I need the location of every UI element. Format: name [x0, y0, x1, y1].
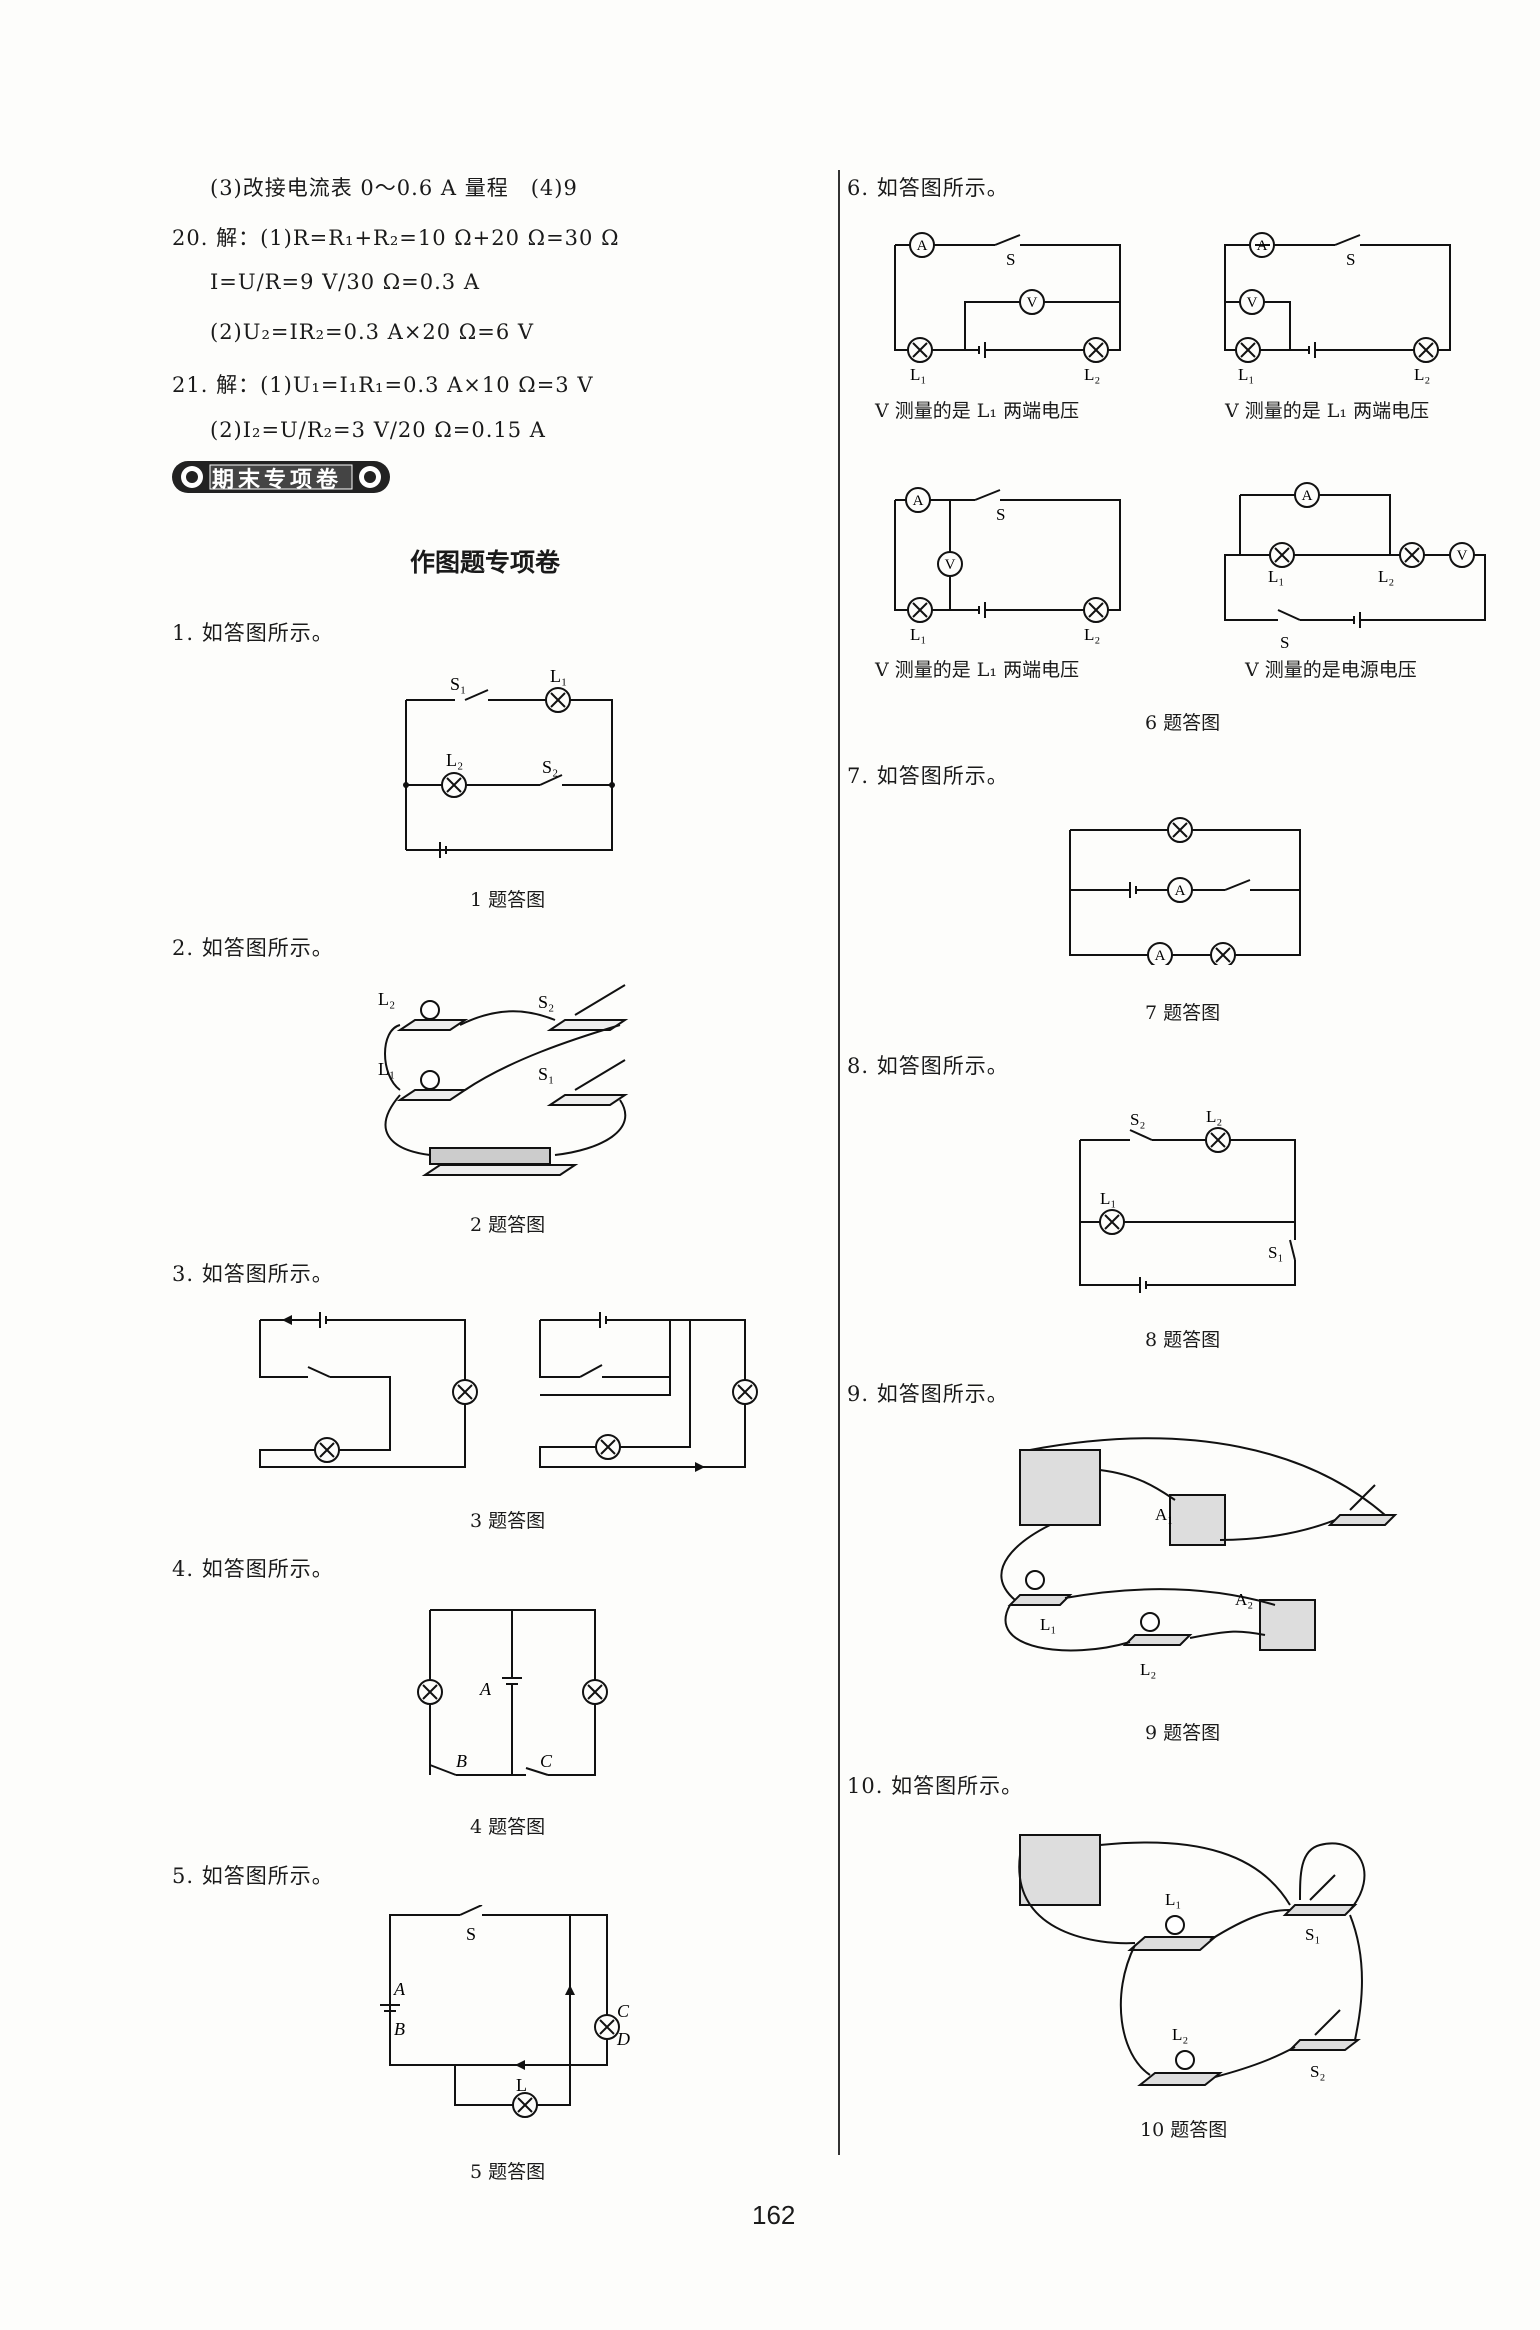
- answer-20-line-2: I=U/R=9 V/30 Ω=0.3 A: [210, 270, 480, 294]
- label-l2: L₂: [1084, 625, 1100, 644]
- caption-8: 8 题答图: [1145, 1329, 1221, 1351]
- label-l2: L₂: [1378, 567, 1394, 586]
- label-s: S: [1006, 250, 1015, 269]
- q4-text: 4. 如答图所示。: [172, 1557, 334, 1581]
- note-6d: V 测量的是电源电压: [1245, 659, 1417, 681]
- answer-20-line-1: 20. 解：(1)R=R₁+R₂=10 Ω+20 Ω=30 Ω: [172, 226, 620, 250]
- q8-text: 8. 如答图所示。: [847, 1054, 1009, 1078]
- label-a1: A₁: [1155, 1505, 1173, 1524]
- q9-text: 9. 如答图所示。: [847, 1382, 1009, 1406]
- voltmeter-icon: V: [1247, 295, 1258, 311]
- q7-text: 7. 如答图所示。: [847, 764, 1009, 788]
- label-l2: L₂: [1084, 365, 1100, 384]
- label-l: L: [516, 2075, 527, 2095]
- label-l1: L₁: [910, 625, 926, 644]
- caption-2: 2 题答图: [470, 1214, 546, 1236]
- label-s: S: [466, 1924, 476, 1944]
- q6-text: 6. 如答图所示。: [847, 176, 1009, 200]
- figure-6-circuits: A V A V A V A V S L₁ L₂ S L₁ L₂ S L₁ L₂ L₁ L…: [894, 232, 1486, 652]
- label-l2: L₂: [1140, 1660, 1156, 1679]
- ammeter-icon: A: [913, 493, 924, 509]
- label-l1: L₁: [1165, 1890, 1181, 1909]
- label-l1: L₁: [1268, 567, 1284, 586]
- note-6c: V 测量的是 L₁ 两端电压: [875, 659, 1080, 681]
- label-l2: L₂: [1206, 1107, 1222, 1126]
- label-c: C: [540, 1751, 553, 1771]
- q5-text: 5. 如答图所示。: [172, 1864, 334, 1888]
- section-banner: 期末专项卷: [170, 457, 392, 497]
- label-l1: L₁: [1040, 1615, 1056, 1634]
- figure-7-circuit: A A: [1069, 817, 1301, 965]
- label-s: S: [996, 505, 1005, 524]
- label-s: S: [1346, 250, 1355, 269]
- answer-21-line-1: 21. 解：(1)U₁=I₁R₁=0.3 A×10 Ω=3 V: [172, 373, 594, 397]
- figure-1-circuit: S₁ L₁ L₂ S₂: [403, 670, 615, 858]
- q3-text: 3. 如答图所示。: [172, 1262, 334, 1286]
- label-a2: A₂: [1235, 1590, 1253, 1609]
- ammeter-icon: A: [1257, 238, 1268, 254]
- label-s2: S₂: [538, 992, 554, 1012]
- voltmeter-icon: V: [1457, 548, 1468, 564]
- label-l2: L₂: [1172, 2025, 1188, 2044]
- figure-10-apparatus: L₁ S₁ L₂ S₂: [1018, 1834, 1366, 2086]
- voltmeter-icon: V: [945, 557, 956, 573]
- caption-3: 3 题答图: [470, 1510, 546, 1532]
- answer-21-line-2: (2)I₂=U/R₂=3 V/20 Ω=0.15 A: [210, 418, 546, 442]
- figure-8-circuit: S₂ L₂ L₁ S₁: [1079, 1107, 1296, 1293]
- label-l1: L₁: [1100, 1189, 1116, 1208]
- caption-9: 9 题答图: [1145, 1722, 1221, 1744]
- q1-text: 1. 如答图所示。: [172, 621, 334, 645]
- label-s1: S₁: [1268, 1243, 1283, 1262]
- banner-text: 期末专项卷: [212, 468, 343, 493]
- ammeter-icon: A: [917, 238, 928, 254]
- label-s1: S₁: [450, 674, 466, 694]
- label-s: S: [1280, 633, 1289, 652]
- label-l2: L₂: [1414, 365, 1430, 384]
- caption-6: 6 题答图: [1145, 712, 1221, 734]
- label-s2: S₂: [542, 757, 558, 777]
- q10-text: 10. 如答图所示。: [847, 1774, 1024, 1798]
- caption-4: 4 题答图: [470, 1816, 546, 1838]
- label-l2: L₂: [446, 750, 463, 770]
- section-title: 作图题专项卷: [410, 548, 561, 577]
- answer-line-3: (3)改接电流表 0～0.6 A 量程 (4)9: [210, 176, 578, 200]
- column-divider: [838, 170, 840, 2155]
- page-number: 162: [752, 2200, 796, 2230]
- label-l1: L₁: [1238, 365, 1254, 384]
- label-s1: S₁: [538, 1064, 554, 1084]
- note-6b: V 测量的是 L₁ 两端电压: [1225, 400, 1430, 422]
- label-l2: L₂: [378, 989, 395, 1009]
- caption-1: 1 题答图: [470, 889, 546, 911]
- note-6a: V 测量的是 L₁ 两端电压: [875, 400, 1080, 422]
- figure-5-circuit: S A B C D L: [380, 1905, 630, 2118]
- label-l1: L₁: [550, 670, 567, 686]
- label-s2: S₂: [1130, 1110, 1145, 1129]
- caption-7: 7 题答图: [1145, 1002, 1221, 1024]
- figure-2-apparatus: L₂ S₂ L₁ S₁: [378, 984, 629, 1176]
- caption-10: 10 题答图: [1140, 2119, 1228, 2141]
- figure-4-circuit: A B C: [417, 1609, 608, 1776]
- figure-9-apparatus: A₁ A₂ L₁ L₂: [1000, 1437, 1398, 1679]
- ammeter-icon: A: [1302, 488, 1313, 504]
- label-s1: S₁: [1305, 1925, 1320, 1944]
- label-d: D: [616, 2029, 630, 2049]
- answer-20-line-3: (2)U₂=IR₂=0.3 A×20 Ω=6 V: [210, 320, 535, 344]
- label-b: B: [456, 1751, 467, 1771]
- label-a: A: [393, 1979, 406, 1999]
- q2-text: 2. 如答图所示。: [172, 936, 334, 960]
- figure-3-circuits: [259, 1312, 758, 1472]
- voltmeter-icon: V: [1027, 295, 1038, 311]
- label-s2: S₂: [1310, 2062, 1325, 2081]
- label-l1: L₁: [910, 365, 926, 384]
- ammeter-icon: A: [1155, 948, 1166, 964]
- label-c: C: [617, 2001, 630, 2021]
- label-l1: L₁: [378, 1059, 395, 1079]
- caption-5: 5 题答图: [470, 2161, 546, 2183]
- label-a: A: [479, 1679, 492, 1699]
- label-b: B: [394, 2019, 405, 2039]
- ammeter-icon: A: [1175, 883, 1186, 899]
